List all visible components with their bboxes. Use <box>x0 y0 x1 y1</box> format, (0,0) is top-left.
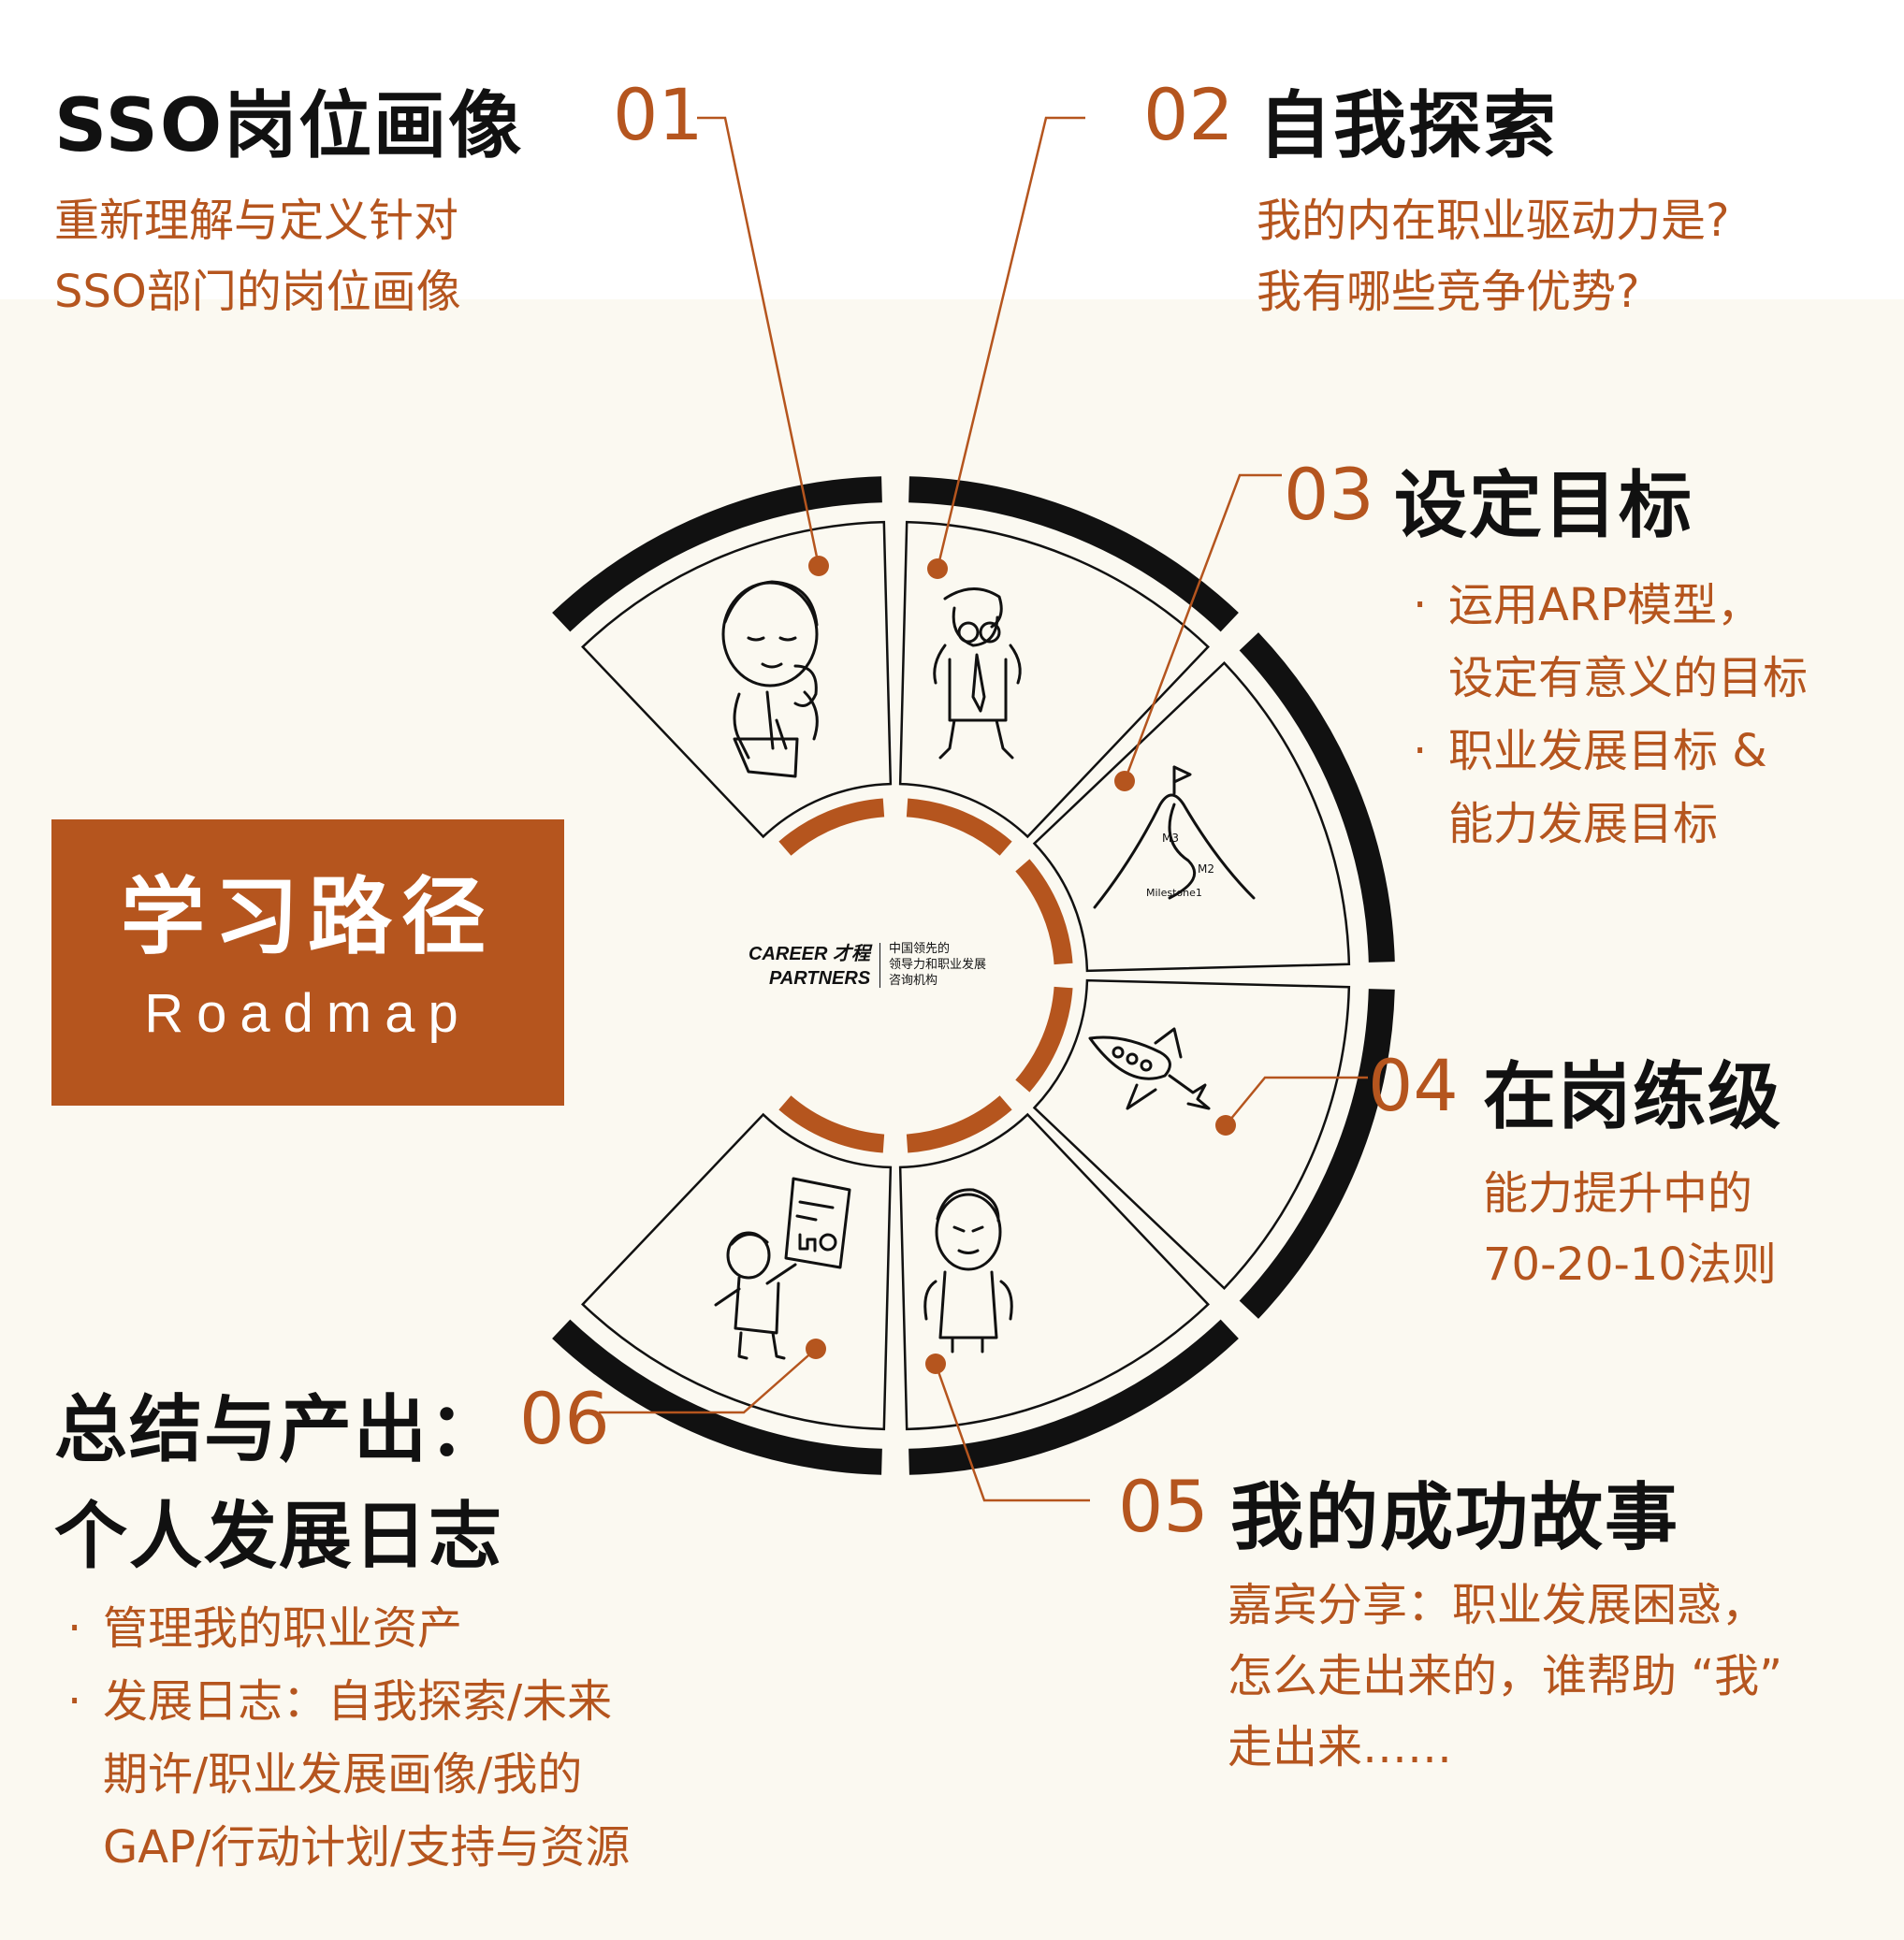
illustration-presenter-chart-icon <box>714 1177 851 1360</box>
inner-arc-6 <box>778 1095 885 1153</box>
connector-dot-03 <box>1114 771 1135 791</box>
connector-line-06 <box>599 1348 817 1414</box>
connector-dot-01 <box>808 556 829 576</box>
section-03-number: 03 <box>1284 453 1374 536</box>
connector-dot-02 <box>927 558 948 579</box>
connector-line-05 <box>934 1363 1090 1502</box>
roadmap-subtitle: Roadmap <box>144 983 472 1044</box>
section-05-desc-line1: 嘉宾分享：职业发展困惑， <box>1228 1579 1767 1631</box>
connector-dots <box>806 556 1236 1374</box>
connector-lines <box>599 116 1368 1502</box>
logo-en-line1: CAREER 才程 <box>749 944 871 964</box>
logo-cn-line1: 中国领先的 <box>889 942 951 956</box>
roadmap-label-box: 学习路径 Roadmap <box>51 819 564 1106</box>
section-01-desc-line2: SSO部门的岗位画像 <box>54 266 461 318</box>
illustration-mountain-milestones-icon: M3 M2 Milestone1 <box>1093 765 1256 909</box>
section-06-number: 06 <box>519 1377 610 1460</box>
inner-arc-3 <box>1015 859 1073 965</box>
inner-arc-ring <box>778 798 1073 1153</box>
connector-line-02 <box>936 116 1085 570</box>
segment-5 <box>898 1112 1210 1431</box>
section-01-desc-line1: 重新理解与定义针对 <box>54 195 459 247</box>
connector-line-04 <box>1225 1076 1368 1126</box>
section-05-desc-line2: 怎么走出来的，谁帮助 “我” <box>1228 1650 1782 1702</box>
segment-2 <box>898 520 1210 839</box>
segment-ring <box>581 520 1351 1431</box>
roadmap-title: 学习路径 <box>121 868 495 966</box>
section-04-number: 04 <box>1368 1044 1459 1127</box>
inner-arc-4 <box>1015 986 1073 1093</box>
connector-dot-04 <box>1215 1115 1236 1136</box>
section-06-bullet-1: · 管理我的职业资产 <box>67 1602 463 1655</box>
section-01-number: 01 <box>613 73 704 156</box>
section-06-title-line1: 总结与产出： <box>54 1388 504 1472</box>
section-05-title: 我的成功故事 <box>1230 1476 1680 1560</box>
section-06-title-line2: 个人发展日志 <box>54 1495 504 1579</box>
section-03-title: 设定目标 <box>1394 464 1694 548</box>
section-02-desc-line2: 我有哪些竞争优势? <box>1257 266 1640 318</box>
illustration-student-boy-icon <box>923 1188 1013 1354</box>
section-03-bullet-list: · 运用ARP模型，设定有意义的目标 · 职业发展目标 &能力发展目标 <box>1413 569 1808 861</box>
milestone-m3-label: M3 <box>1162 832 1179 845</box>
section-02-title: 自我探索 <box>1258 84 1559 168</box>
illustration-binoculars-man-icon <box>933 587 1022 760</box>
outer-arc-3 <box>1239 632 1395 963</box>
section-04-desc-line2: 70-20-10法则 <box>1483 1238 1777 1291</box>
outer-arc-1 <box>552 476 882 632</box>
section-02-desc-line1: 我的内在职业驱动力是? <box>1257 195 1730 247</box>
section-04-desc-line1: 能力提升中的 <box>1483 1167 1753 1220</box>
logo-cn-line3: 咨询机构 <box>889 974 938 988</box>
connector-dot-06 <box>806 1339 826 1359</box>
logo-en-line2: PARTNERS <box>769 968 871 989</box>
connector-line-03 <box>1123 473 1282 782</box>
section-03-bullet-2: · 职业发展目标 &能力发展目标 <box>1413 725 1767 850</box>
outer-arc-6 <box>552 1319 882 1475</box>
section-05-number: 05 <box>1118 1465 1209 1548</box>
inner-arc-1 <box>778 798 885 856</box>
inner-arc-2 <box>906 798 1012 856</box>
segment-1 <box>581 520 893 839</box>
outer-arc-4 <box>1239 989 1395 1319</box>
section-04-title: 在岗练级 <box>1483 1055 1783 1139</box>
inner-arc-5 <box>906 1095 1012 1153</box>
milestone-m1-label: Milestone1 <box>1146 887 1202 899</box>
section-03-bullet-1: · 运用ARP模型，设定有意义的目标 <box>1413 579 1809 704</box>
section-05-desc-line3: 走出来…… <box>1228 1721 1453 1774</box>
connector-line-01 <box>697 116 821 567</box>
milestone-m2-label: M2 <box>1198 862 1214 876</box>
illustration-girl-drawing-icon <box>721 580 819 778</box>
illustration-rocket-icon <box>1088 1027 1211 1110</box>
section-01-title: SSO岗位画像 <box>54 84 524 168</box>
logo-cn-line2: 领导力和职业发展 <box>889 958 987 972</box>
outer-arc-5 <box>908 1319 1239 1475</box>
logo-divider <box>879 943 880 988</box>
section-02-number: 02 <box>1143 73 1234 156</box>
connector-dot-05 <box>925 1354 946 1374</box>
